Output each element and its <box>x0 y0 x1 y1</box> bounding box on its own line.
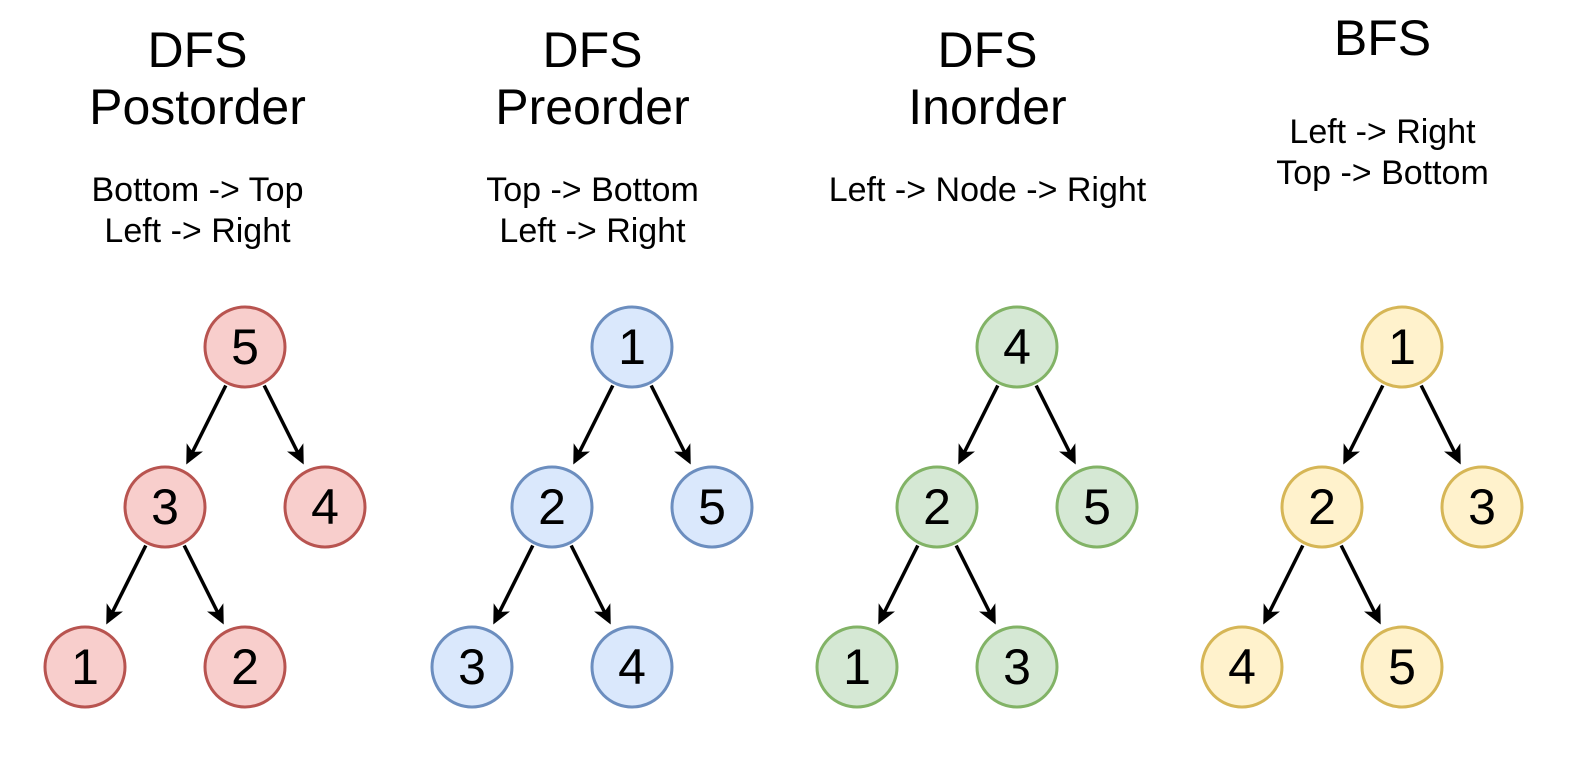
column-title: DFS Postorder <box>0 22 395 136</box>
tree-node-value: 2 <box>923 479 951 535</box>
subtitle-line: Top -> Bottom <box>1276 154 1489 192</box>
tree-node-circle <box>203 305 287 389</box>
tree-edge-arrow <box>1343 384 1385 465</box>
tree-node-value: 4 <box>311 479 339 535</box>
tree-node-circle <box>1055 465 1139 549</box>
tree-edge-arrow <box>954 544 996 625</box>
tree-node-circle <box>430 625 514 709</box>
binary-tree-diagram: 5 3 4 1 2 <box>42 299 378 719</box>
column-title: DFS Preorder <box>395 22 790 136</box>
tree-node-circle <box>895 465 979 549</box>
column-title: BFS <box>1185 10 1580 67</box>
subtitle-line: Left -> Right <box>1289 113 1476 151</box>
subtitle-line: Left -> Right <box>499 212 686 250</box>
title-line: DFS <box>147 22 248 78</box>
subtitle-line: Bottom -> Top <box>91 171 304 209</box>
column-subtitle: Top -> Bottom Left -> Right <box>395 170 790 252</box>
title-line: DFS <box>542 22 643 78</box>
column-subtitle: Left -> Node -> Right <box>790 170 1185 211</box>
tree-edge-arrow <box>1263 544 1305 625</box>
column-subtitle: Left -> Right Top -> Bottom <box>1185 112 1580 194</box>
subtitle-line: Left -> Node -> Right <box>828 171 1147 209</box>
tree-edge-arrow <box>493 544 535 625</box>
tree-node-circle <box>510 465 594 549</box>
tree-edge-arrow <box>182 544 224 625</box>
tree-node-circle <box>43 625 127 709</box>
subtitle-line: Top -> Bottom <box>486 171 699 209</box>
tree-node-value: 1 <box>1388 319 1416 375</box>
column-dfs-postorder: DFS Postorder Bottom -> Top Left -> Righ… <box>0 0 395 762</box>
tree-node-circle <box>283 465 367 549</box>
column-dfs-inorder: DFS Inorder Left -> Node -> Right 4 2 5 1 3 <box>790 0 1185 762</box>
tree-node-value: 3 <box>458 639 486 695</box>
tree-node-circle <box>203 625 287 709</box>
tree-node-value: 2 <box>231 639 259 695</box>
tree-node-circle <box>123 465 207 549</box>
binary-tree-diagram: 1 2 5 3 4 <box>429 299 765 719</box>
tree-node-circle <box>590 625 674 709</box>
binary-tree-diagram: 4 2 5 1 3 <box>814 299 1150 719</box>
tree-node-circle <box>1200 625 1284 709</box>
tree-node-value: 5 <box>231 319 259 375</box>
tree-node-circle <box>1360 625 1444 709</box>
tree-node-value: 3 <box>151 479 179 535</box>
tree-node-value: 1 <box>618 319 646 375</box>
column-subtitle: Bottom -> Top Left -> Right <box>0 170 395 252</box>
tree-node-value: 3 <box>1468 479 1496 535</box>
tree-node-value: 3 <box>1003 639 1031 695</box>
tree-edge-arrow <box>186 384 228 465</box>
tree-node-value: 1 <box>71 639 99 695</box>
tree-node-circle <box>590 305 674 389</box>
tree-node-value: 2 <box>538 479 566 535</box>
tree-node-value: 5 <box>1083 479 1111 535</box>
tree-node-circle <box>670 465 754 549</box>
tree-node-circle <box>815 625 899 709</box>
tree-node-circle <box>1440 465 1524 549</box>
tree-node-circle <box>975 305 1059 389</box>
column-bfs: BFS Left -> Right Top -> Bottom 1 2 3 4 5 <box>1185 0 1580 762</box>
tree-edge-arrow <box>106 544 148 625</box>
tree-node-value: 4 <box>1228 639 1256 695</box>
tree-node-value: 1 <box>843 639 871 695</box>
title-line: BFS <box>1333 10 1432 66</box>
tree-edge-arrow <box>262 384 304 465</box>
tree-node-value: 2 <box>1308 479 1336 535</box>
title-line: DFS <box>937 22 1038 78</box>
title-line: Postorder <box>89 79 306 135</box>
binary-tree-diagram: 1 2 3 4 5 <box>1199 299 1535 719</box>
tree-node-circle <box>1280 465 1364 549</box>
title-line: Preorder <box>495 79 690 135</box>
column-title: DFS Inorder <box>790 22 1185 136</box>
tree-node-value: 5 <box>698 479 726 535</box>
title-line: Inorder <box>908 79 1067 135</box>
tree-node-value: 5 <box>1388 639 1416 695</box>
tree-edge-arrow <box>649 384 691 465</box>
tree-node-circle <box>1360 305 1444 389</box>
tree-edge-arrow <box>878 544 920 625</box>
tree-node-value: 4 <box>618 639 646 695</box>
tree-node-value: 4 <box>1003 319 1031 375</box>
tree-edge-arrow <box>569 544 611 625</box>
column-dfs-preorder: DFS Preorder Top -> Bottom Left -> Right… <box>395 0 790 762</box>
tree-node-circle <box>975 625 1059 709</box>
subtitle-line: Left -> Right <box>104 212 291 250</box>
tree-edge-arrow <box>958 384 1000 465</box>
tree-edge-arrow <box>573 384 615 465</box>
tree-edge-arrow <box>1419 384 1461 465</box>
tree-edge-arrow <box>1034 384 1076 465</box>
tree-edge-arrow <box>1339 544 1381 625</box>
